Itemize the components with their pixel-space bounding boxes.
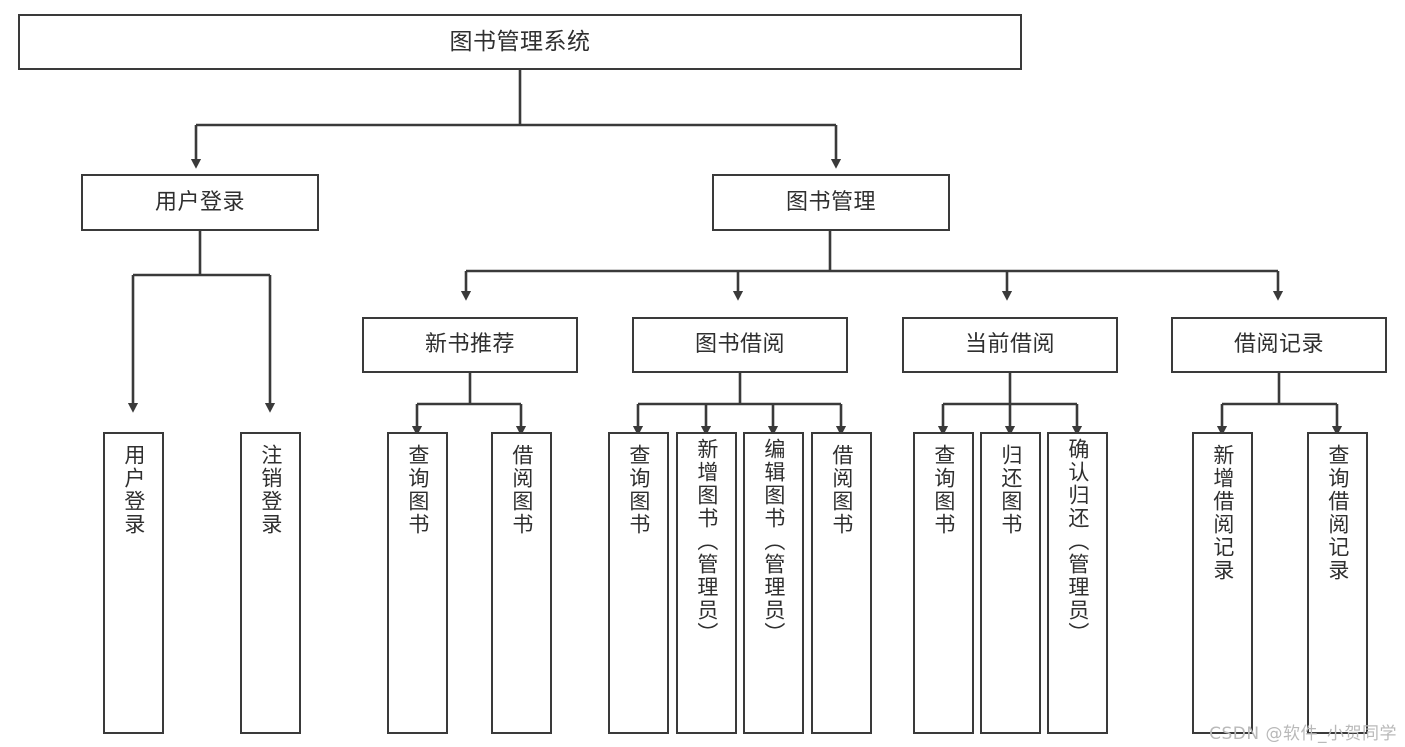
- node-leaf-logout-login[interactable]: 注销登录: [240, 432, 301, 734]
- node-leaf-add-book-admin[interactable]: 新增图书（管理员）: [676, 432, 737, 734]
- node-current-borrow[interactable]: 当前借阅: [902, 317, 1118, 373]
- node-label: 新增借阅记录: [1210, 444, 1235, 582]
- node-leaf-add-borrow-record[interactable]: 新增借阅记录: [1192, 432, 1253, 734]
- node-label: 查询图书: [931, 444, 956, 536]
- node-leaf-query-book-3[interactable]: 查询图书: [913, 432, 974, 734]
- node-leaf-query-borrow-record[interactable]: 查询借阅记录: [1307, 432, 1368, 734]
- node-label: 确认归还（管理员）: [1065, 438, 1090, 645]
- node-label: 当前借阅: [964, 332, 1055, 358]
- node-label: 新书推荐: [424, 332, 515, 358]
- node-new-book-recommend[interactable]: 新书推荐: [362, 317, 578, 373]
- node-label: 借阅记录: [1233, 332, 1324, 358]
- node-label: 图书借阅: [694, 332, 785, 358]
- node-label: 编辑图书（管理员）: [761, 438, 786, 645]
- node-label: 用户登录: [121, 444, 146, 536]
- node-borrow-record[interactable]: 借阅记录: [1171, 317, 1387, 373]
- node-label: 借阅图书: [509, 444, 534, 536]
- node-leaf-borrow-book-1[interactable]: 借阅图书: [491, 432, 552, 734]
- node-label: 图书管理: [785, 189, 876, 215]
- node-leaf-return-book[interactable]: 归还图书: [980, 432, 1041, 734]
- node-leaf-edit-book-admin[interactable]: 编辑图书（管理员）: [743, 432, 804, 734]
- node-label: 查询图书: [405, 444, 430, 536]
- node-leaf-user-login[interactable]: 用户登录: [103, 432, 164, 734]
- node-root-system[interactable]: 图书管理系统: [18, 14, 1022, 70]
- node-label: 用户登录: [154, 189, 245, 215]
- node-label: 新增图书（管理员）: [694, 438, 719, 645]
- node-leaf-borrow-book-2[interactable]: 借阅图书: [811, 432, 872, 734]
- node-label: 查询借阅记录: [1325, 444, 1350, 582]
- node-book-management[interactable]: 图书管理: [712, 174, 950, 231]
- node-leaf-confirm-return-admin[interactable]: 确认归还（管理员）: [1047, 432, 1108, 734]
- node-label: 查询图书: [626, 444, 651, 536]
- node-label: 图书管理系统: [449, 28, 591, 55]
- watermark-text: CSDN @软件_小贺同学: [1209, 724, 1397, 744]
- node-label: 归还图书: [998, 444, 1023, 536]
- node-label: 注销登录: [258, 444, 283, 536]
- node-book-borrow[interactable]: 图书借阅: [632, 317, 848, 373]
- node-leaf-query-book-2[interactable]: 查询图书: [608, 432, 669, 734]
- node-leaf-query-book-1[interactable]: 查询图书: [387, 432, 448, 734]
- node-label: 借阅图书: [829, 444, 854, 536]
- node-user-login[interactable]: 用户登录: [81, 174, 319, 231]
